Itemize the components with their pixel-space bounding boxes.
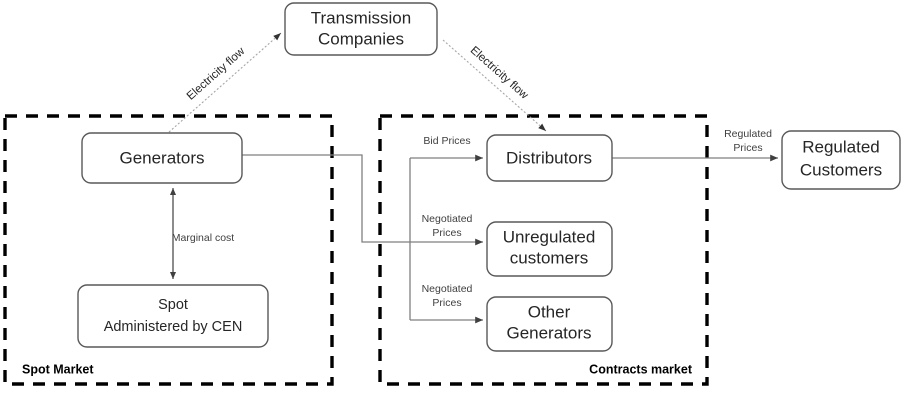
edge-label-electricity-flow-right: Electricity flow bbox=[468, 44, 531, 102]
node-transmission-companies[interactable]: Transmission Companies bbox=[284, 2, 438, 56]
node-distributors-label: Distributors bbox=[506, 148, 592, 167]
edge-label-regulated-prices-line2: Prices bbox=[733, 142, 762, 154]
node-generators-box[interactable] bbox=[81, 132, 243, 184]
node-regulated-customers-box[interactable] bbox=[781, 130, 901, 190]
node-distributors-box[interactable] bbox=[486, 134, 613, 182]
node-transmission-companies-label-line1: Transmission bbox=[311, 8, 411, 27]
node-distributors[interactable]: Distributors bbox=[486, 134, 613, 182]
node-regulated-customers-label-line2: Customers bbox=[800, 160, 882, 179]
node-unregulated-customers-label-line2: customers bbox=[510, 248, 588, 267]
node-unregulated-customers[interactable]: Unregulated customers bbox=[486, 221, 613, 277]
edge-label-negotiated-prices-unregulated-line2: Prices bbox=[432, 227, 461, 239]
edge-label-regulated-prices-line1: Regulated bbox=[724, 128, 772, 140]
node-other-generators[interactable]: Other Generators bbox=[486, 296, 613, 352]
edge-label-negotiated-prices-other-line1: Negotiated bbox=[422, 283, 473, 295]
node-unregulated-customers-label-line1: Unregulated bbox=[503, 227, 596, 246]
edge-generators-to-contracts bbox=[242, 154, 410, 243]
edge-label-negotiated-prices-unregulated-line1: Negotiated bbox=[422, 213, 473, 225]
node-regulated-customers[interactable]: Regulated Customers bbox=[781, 130, 901, 190]
node-regulated-customers-label-line1: Regulated bbox=[802, 137, 880, 156]
node-unregulated-customers-box[interactable] bbox=[486, 221, 613, 277]
node-other-generators-label-line2: Generators bbox=[506, 323, 591, 342]
node-spot-label-line2: Administered by CEN bbox=[104, 319, 243, 335]
node-spot-box[interactable] bbox=[77, 284, 269, 348]
group-label-contracts-market: Contracts market bbox=[589, 362, 693, 376]
edge-label-negotiated-prices-other-line2: Prices bbox=[432, 297, 461, 309]
node-other-generators-label-line1: Other bbox=[528, 302, 571, 321]
edge-electricity-flow-right bbox=[442, 39, 547, 132]
node-other-generators-box[interactable] bbox=[486, 296, 613, 352]
node-transmission-companies-box[interactable] bbox=[284, 2, 438, 56]
group-label-spot-market: Spot Market bbox=[22, 362, 94, 376]
group-box-spot-market bbox=[3, 114, 334, 386]
node-transmission-companies-label-line2: Companies bbox=[318, 29, 404, 48]
node-generators-label: Generators bbox=[119, 148, 204, 167]
node-spot[interactable]: Spot Administered by CEN bbox=[77, 284, 269, 348]
edge-label-marginal-cost: Marginal cost bbox=[172, 232, 235, 244]
edge-electricity-flow-left bbox=[159, 32, 282, 141]
node-generators[interactable]: Generators bbox=[81, 132, 243, 184]
group-box-contracts-market bbox=[378, 114, 709, 386]
edge-label-bid-prices: Bid Prices bbox=[423, 135, 470, 147]
edge-label-electricity-flow-left: Electricity flow bbox=[185, 45, 248, 103]
node-spot-label-line1: Spot bbox=[158, 297, 188, 313]
